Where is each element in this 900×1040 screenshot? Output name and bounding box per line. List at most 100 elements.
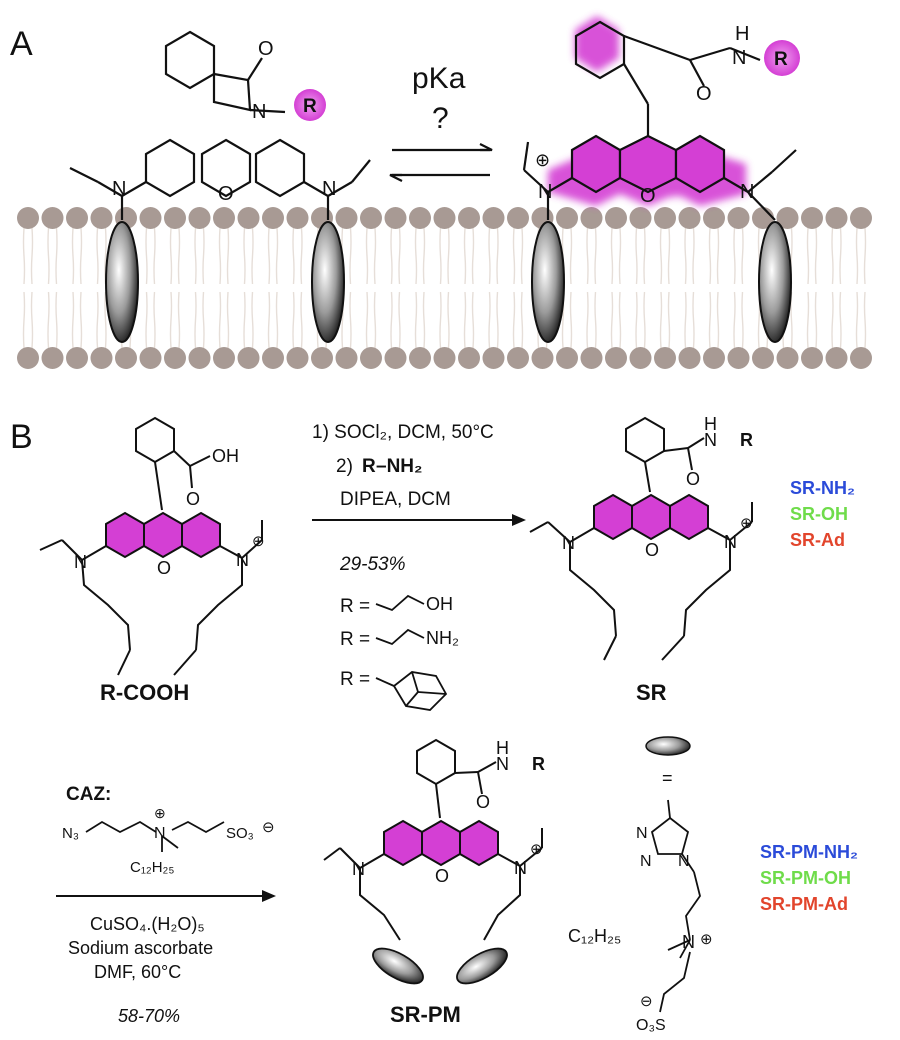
- sr-pm-plus: ⊕: [530, 841, 543, 858]
- lipid-tail: [390, 291, 393, 349]
- lipid-head: [556, 347, 578, 369]
- open-h: H: [735, 23, 749, 45]
- sr-h: H: [704, 414, 717, 434]
- anchor-minus: ⊖: [640, 993, 653, 1010]
- anchor-plus: ⊕: [700, 931, 713, 948]
- lipid-head: [164, 207, 186, 229]
- r-def-3-prefix: R =: [340, 669, 370, 690]
- lipid-tail: [398, 227, 401, 285]
- closed-n-amide: N: [252, 101, 266, 123]
- lipid-tail: [79, 291, 83, 349]
- lipid-head: [384, 207, 407, 229]
- lipid-tail: [814, 227, 818, 285]
- lipid-head: [433, 207, 456, 229]
- sr-pm-n-left: N: [352, 859, 365, 879]
- lipid-tail: [569, 227, 573, 285]
- lipid-tail: [471, 291, 475, 349]
- sr-n-left: N: [562, 533, 575, 553]
- lipid-tail: [22, 227, 26, 285]
- lipid-head: [188, 207, 211, 229]
- lipid-tail: [863, 291, 867, 349]
- lipid-tail: [30, 227, 34, 285]
- lipid-tail: [218, 291, 222, 349]
- lipid-head: [727, 207, 750, 229]
- legend1-sr-nh2: SR-NH₂: [790, 478, 855, 498]
- caz-n: N: [154, 825, 166, 842]
- lipid-head: [654, 347, 676, 369]
- step1-condition-3: DIPEA, DCM: [340, 489, 451, 510]
- lipid-tail: [520, 227, 524, 285]
- r-group-highlight-open: [764, 40, 800, 76]
- lipid-tail: [96, 227, 99, 285]
- lipid-tail: [104, 291, 107, 349]
- lipid-tail: [610, 227, 614, 285]
- lipid-tail: [169, 227, 173, 285]
- sr-r: R: [740, 430, 753, 450]
- r-def-1-prefix: R =: [340, 596, 370, 617]
- lipid-head: [409, 347, 431, 369]
- lipid-tail: [169, 291, 173, 349]
- step2-condition-1: CuSO₄.(H₂O)₅: [90, 914, 205, 934]
- lipid-head: [507, 347, 529, 369]
- lipid-tail: [512, 291, 516, 349]
- closed-o-lactam: O: [258, 38, 274, 60]
- anchor-n1: N: [636, 825, 648, 842]
- lipid-tail: [267, 227, 271, 285]
- sr-pm-n: N: [496, 754, 509, 774]
- lipid-tail: [292, 227, 295, 285]
- sr-o-ring: O: [645, 540, 659, 560]
- lipid-head: [66, 207, 88, 229]
- lipid-tail: [831, 291, 834, 349]
- lipid-tail: [716, 291, 720, 349]
- step2-condition-3: DMF, 60°C: [94, 962, 181, 982]
- lipid-tail: [153, 291, 156, 349]
- lipid-tail: [659, 227, 663, 285]
- closed-n-left: N: [112, 178, 126, 200]
- step1-condition-1: 1) SOCl₂, DCM, 50°C: [312, 422, 494, 443]
- lipid-tail: [831, 227, 834, 285]
- lipid-head: [458, 207, 480, 229]
- caz-structure: [85, 820, 225, 852]
- lipid-tail: [300, 291, 303, 349]
- legend2-sr-pm-nh2: SR-PM-NH₂: [760, 842, 858, 862]
- lipid-head: [335, 347, 358, 369]
- lipid-head: [286, 347, 309, 369]
- lipid-tail: [733, 291, 736, 349]
- lipid-tail: [733, 227, 736, 285]
- panel-b-letter: B: [10, 418, 33, 456]
- lipid-tail: [741, 227, 744, 285]
- lipid-tail: [610, 291, 614, 349]
- lipid-tail: [390, 227, 393, 285]
- lipid-tail: [496, 227, 499, 285]
- lipid-head: [139, 207, 162, 229]
- step2-yield: 58-70%: [118, 1006, 180, 1026]
- anchor-symbol: [645, 736, 691, 756]
- lipid-head: [360, 207, 382, 229]
- legend2-sr-pm-ad: SR-PM-Ad: [760, 894, 848, 914]
- lipid-tail: [814, 291, 818, 349]
- lipid-tail: [447, 227, 450, 285]
- r-def-2-nh2: NH₂: [426, 628, 459, 648]
- lipid-head: [458, 347, 480, 369]
- sr-label: SR: [636, 680, 667, 705]
- lipid-tail: [275, 227, 279, 285]
- lipid-tail: [667, 227, 671, 285]
- lipid-tail: [275, 291, 279, 349]
- lipid-tail: [414, 227, 418, 285]
- lipid-tail: [349, 227, 352, 285]
- lipid-tail: [422, 291, 426, 349]
- caz-chain: C₁₂H₂₅: [130, 859, 174, 876]
- lipid-tail: [202, 227, 205, 285]
- lipid-tail: [365, 291, 369, 349]
- sr-pm-n-right: N: [514, 858, 527, 878]
- open-plus-charge: ⊕: [535, 150, 550, 170]
- legend2-sr-pm-oh: SR-PM-OH: [760, 868, 851, 888]
- lipid-tail: [839, 291, 842, 349]
- lipid-tail: [806, 291, 810, 349]
- anchor-n2: N: [640, 853, 652, 870]
- lipid-tail: [300, 227, 303, 285]
- adamantyl-structure: [375, 671, 448, 711]
- legend1-sr-ad: SR-Ad: [790, 530, 845, 550]
- r-group-highlight: [294, 89, 326, 121]
- sr-pm-anchor-left: [372, 947, 424, 985]
